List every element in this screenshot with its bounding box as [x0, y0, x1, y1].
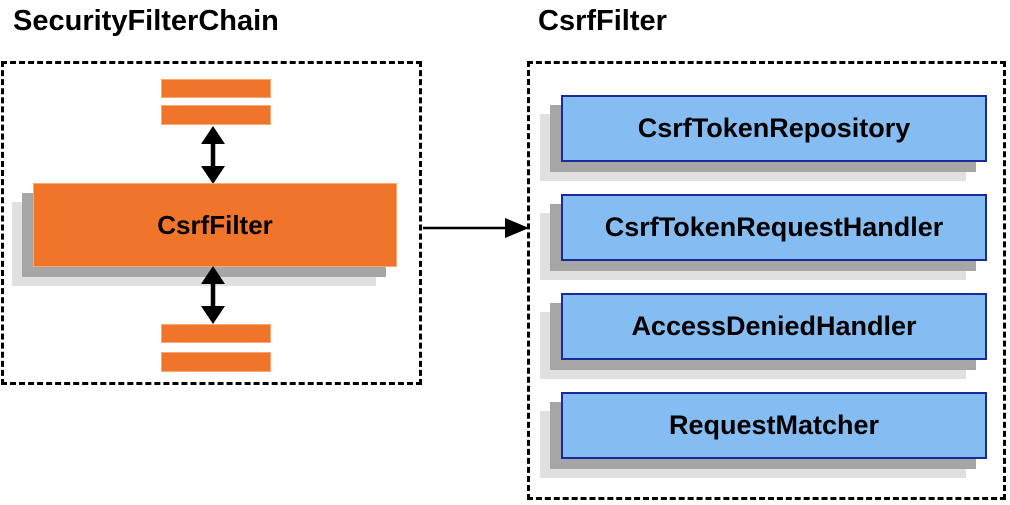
component-label: AccessDeniedHandler [631, 311, 917, 341]
component-box-csrf-token-repository: CsrfTokenRepository [561, 95, 987, 162]
filter-bar-bottom-1 [161, 324, 271, 343]
component-label: RequestMatcher [668, 410, 880, 440]
security-filter-chain-container [1, 61, 422, 385]
component-box-request-matcher: RequestMatcher [561, 392, 987, 459]
double-headed-arrow-icon [201, 266, 225, 324]
filter-bar-top-1 [161, 79, 271, 98]
component-label: CsrfTokenRequestHandler [604, 212, 944, 242]
double-headed-arrow-icon [201, 126, 225, 184]
csrf-filter-title: CsrfFilter [538, 5, 667, 37]
security-filter-chain-title: SecurityFilterChain [13, 5, 279, 37]
filter-bar-bottom-2 [161, 352, 271, 372]
csrf-filter-box-label: CsrfFilter [157, 209, 273, 240]
component-box-access-denied-handler: AccessDeniedHandler [561, 293, 987, 360]
filter-bar-top-2 [161, 105, 271, 125]
csrf-filter-container [527, 61, 1006, 500]
component-box-csrf-token-request-handler: CsrfTokenRequestHandler [561, 194, 987, 261]
csrf-filter-box: CsrfFilter [33, 183, 397, 267]
arrow-right-icon [423, 218, 529, 238]
component-label: CsrfTokenRepository [637, 113, 911, 143]
